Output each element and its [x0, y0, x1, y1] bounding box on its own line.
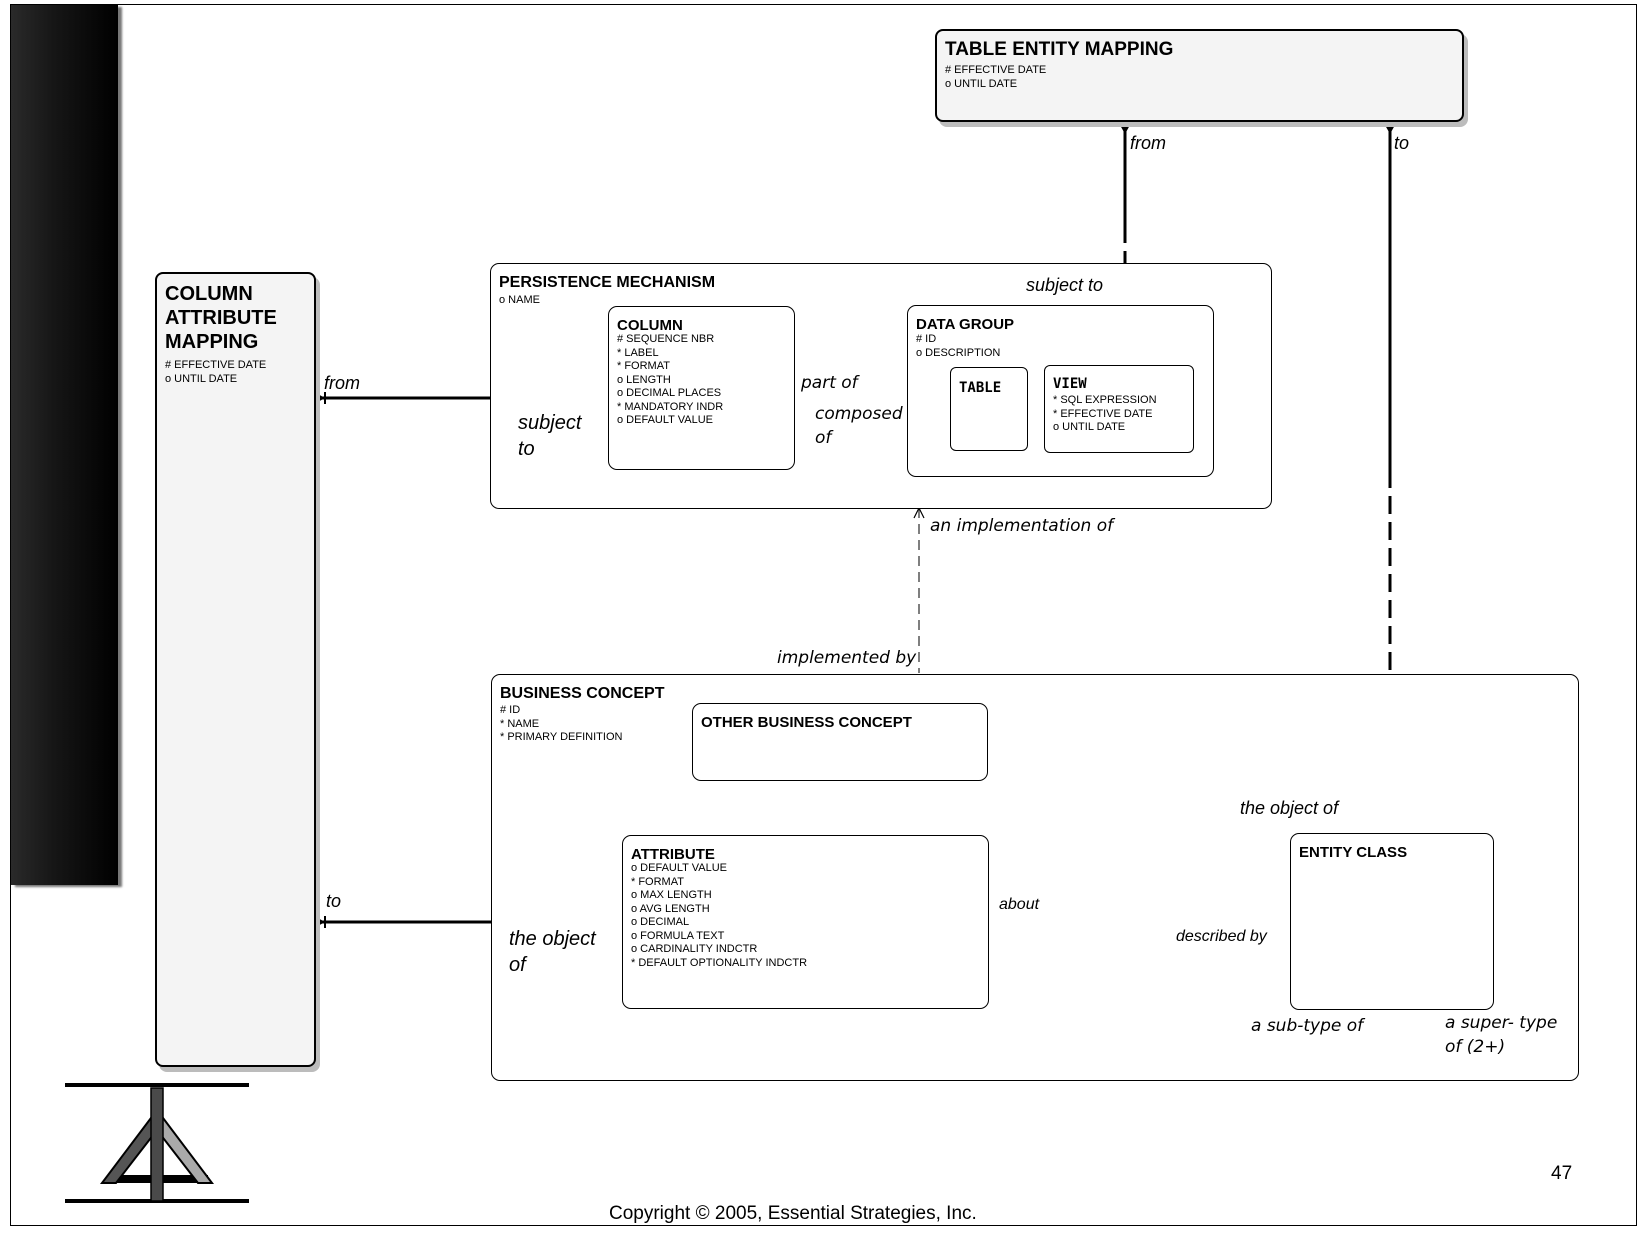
entity-attribute: * PRIMARY DEFINITION	[500, 731, 623, 743]
entity-attribute: o AVG LENGTH	[631, 902, 710, 915]
entity-attribute: * FORMAT	[631, 875, 684, 888]
entity-attribute: o MAX LENGTH	[631, 889, 712, 901]
label-line: the object	[509, 928, 596, 950]
logo-right-leg	[156, 1107, 215, 1184]
rel-label-super-type-of: a super- type of (2+)	[1445, 1011, 1557, 1059]
rel-label-an-implementation-of: an implementation of	[930, 516, 1114, 536]
table-title: TABLE	[959, 380, 1002, 396]
entity-attribute: # SEQUENCE NBR	[617, 333, 715, 345]
entity-attribute: # EFFECTIVE DATE	[165, 359, 267, 371]
rel-label-ec-object-of: the object of	[1240, 798, 1339, 818]
entity-attribute: * FORMAT	[617, 360, 670, 372]
rel-label-tem-to: to	[1394, 133, 1410, 153]
entity-attribute: o CARDINALITY INDCTR	[631, 943, 758, 955]
other-business-concept-entity: OTHER BUSINESS CONCEPT	[692, 703, 988, 781]
title-line: ATTRIBUTE	[165, 307, 277, 329]
rel-label-attr-object-of: the object of	[509, 926, 596, 978]
column-title: COLUMN	[617, 317, 683, 334]
rel-tem-to-end	[1385, 125, 1395, 134]
label-line: of	[509, 954, 526, 976]
column-entity: COLUMN # SEQUENCE NBR * LABEL * FORMAT o…	[608, 306, 795, 470]
slide-frame	[10, 4, 1637, 1226]
rel-tem-from-end	[1120, 125, 1130, 134]
rel-cam-col-end	[316, 393, 325, 403]
table-entity: TABLE	[950, 367, 1028, 451]
entity-class-title: ENTITY CLASS	[1299, 844, 1408, 861]
entity-attribute: o DECIMAL PLACES	[617, 387, 722, 399]
entity-attribute: # EFFECTIVE DATE	[945, 64, 1047, 76]
view-entity: VIEW * SQL EXPRESSION * EFFECTIVE DATE o…	[1044, 365, 1194, 453]
label-line: a super- type	[1445, 1013, 1558, 1033]
entity-attribute: * MANDATORY INDR	[617, 400, 724, 413]
entity-attribute: o NAME	[499, 294, 540, 306]
column-attribute-mapping-title: COLUMN ATTRIBUTE MAPPING	[165, 282, 277, 354]
label-line: subject	[518, 412, 582, 434]
entity-attribute: o UNTIL DATE	[945, 77, 1018, 90]
title-line: MAPPING	[165, 331, 259, 353]
rel-label-cam-from: from	[324, 373, 360, 393]
data-group-title: DATA GROUP	[916, 316, 1015, 333]
column-attribute-mapping-entity: COLUMN ATTRIBUTE MAPPING # EFFECTIVE DAT…	[155, 272, 316, 1067]
entity-attribute: * EFFECTIVE DATE	[1053, 407, 1153, 420]
entity-attribute: * LABEL	[617, 346, 659, 359]
table-entity-mapping-entity: TABLE ENTITY MAPPING # EFFECTIVE DATE o …	[935, 29, 1464, 122]
title-line: COLUMN	[165, 283, 253, 305]
page-number: 47	[1551, 1163, 1573, 1184]
entity-attribute: * NAME	[500, 717, 540, 730]
rel-label-sub-type-of: a sub-type of	[1251, 1016, 1364, 1036]
business-concept-title: BUSINESS CONCEPT	[500, 685, 665, 702]
rel-label-dg-subject-to: subject to	[1026, 275, 1104, 295]
rel-label-part-of: part of	[801, 373, 858, 393]
other-business-concept-title: OTHER BUSINESS CONCEPT	[701, 714, 912, 731]
entity-attribute: # ID	[916, 333, 937, 345]
entity-attribute: o DEFAULT VALUE	[617, 414, 713, 426]
rel-label-cam-to: to	[326, 891, 342, 911]
table-entity-mapping-title: TABLE ENTITY MAPPING	[945, 39, 1174, 60]
rel-label-described-by: described by	[1176, 928, 1267, 945]
rel-label-composed-of: composed of	[815, 402, 903, 450]
copyright-text: Copyright © 2005, Essential Strategies, …	[609, 1203, 977, 1224]
entity-attribute: * SQL EXPRESSION	[1053, 394, 1157, 406]
sidebar-dark-bar	[11, 5, 118, 885]
attribute-title: ATTRIBUTE	[631, 846, 715, 863]
view-title: VIEW	[1053, 376, 1087, 392]
logo-left-leg	[99, 1107, 158, 1184]
entity-attribute: o UNTIL DATE	[165, 372, 238, 385]
rel-cam-attr-end	[316, 917, 325, 927]
rel-label-implemented-by: implemented by	[777, 648, 917, 668]
label-line: of (2+)	[1445, 1037, 1506, 1057]
persistence-mechanism-title: PERSISTENCE MECHANISM	[499, 274, 716, 291]
label-line: of	[815, 428, 832, 448]
rel-label-tem-from: from	[1130, 133, 1166, 153]
label-line: composed	[815, 404, 903, 424]
entity-attribute: o LENGTH	[617, 373, 671, 386]
attribute-entity: ATTRIBUTE o DEFAULT VALUE * FORMAT o MAX…	[622, 835, 989, 1009]
label-line: to	[518, 438, 535, 460]
entity-attribute: # ID	[500, 704, 521, 716]
entity-attribute: o FORMULA TEXT	[631, 929, 725, 942]
entity-attribute: o DEFAULT VALUE	[631, 862, 727, 874]
entity-attribute: o DECIMAL	[631, 916, 690, 928]
rel-label-about: about	[999, 896, 1040, 913]
entity-attribute: o DESCRIPTION	[916, 346, 1001, 359]
rel-label-col-subject-to: subject to	[518, 410, 581, 462]
entity-attribute: * DEFAULT OPTIONALITY INDCTR	[631, 956, 808, 969]
logo-center-post	[150, 1087, 164, 1202]
entity-attribute: o UNTIL DATE	[1053, 421, 1126, 433]
entity-class-entity: ENTITY CLASS	[1290, 833, 1494, 1010]
